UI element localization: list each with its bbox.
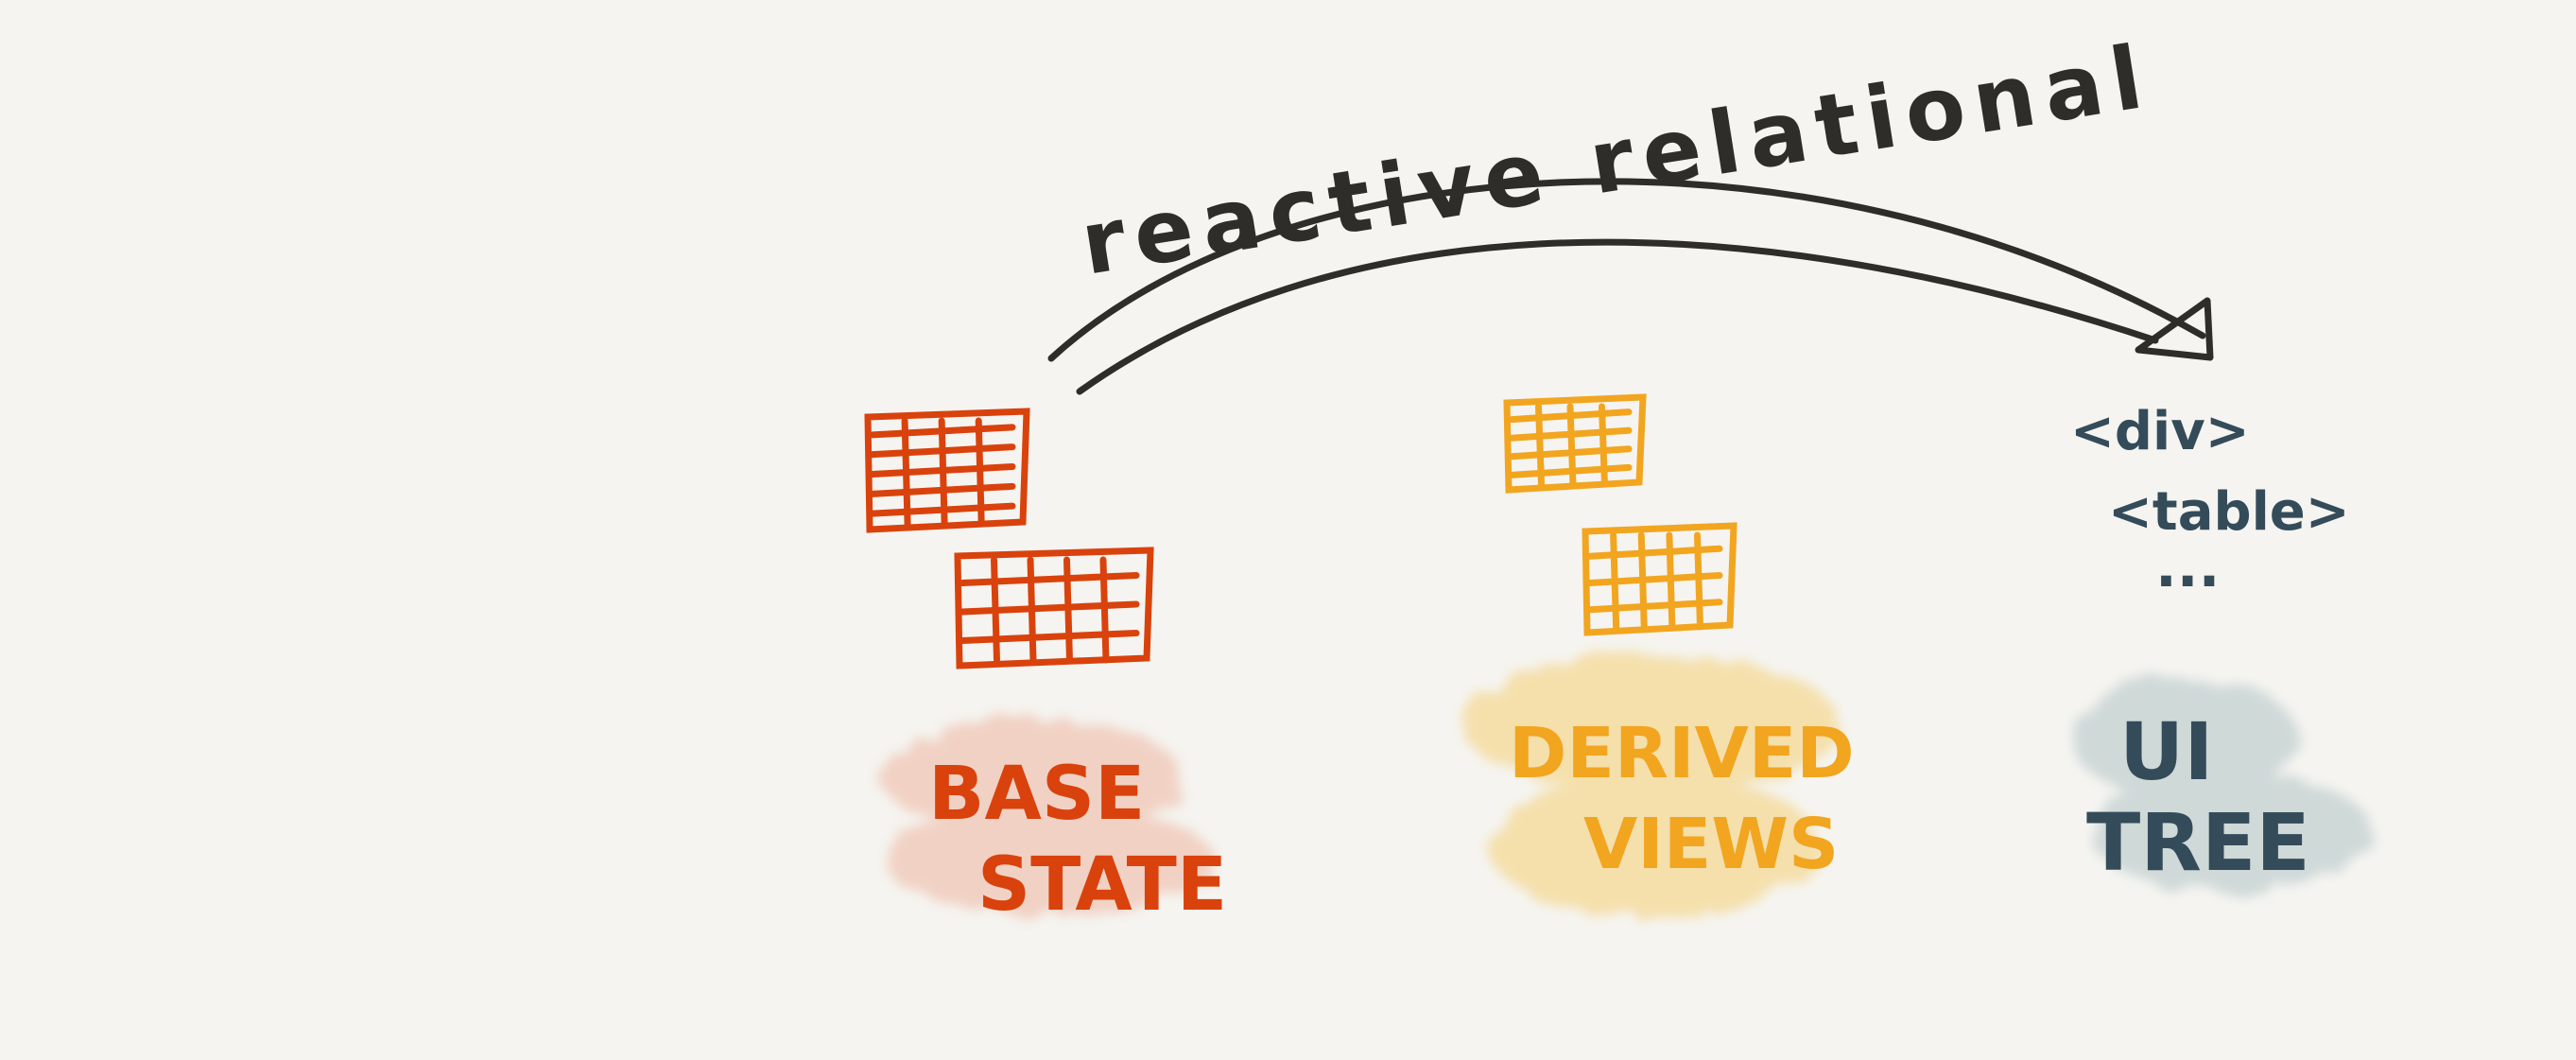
base-state-wash	[879, 719, 1215, 915]
arrow-label: reactive relational	[1075, 26, 2158, 295]
base-table-2	[954, 547, 1154, 669]
derived-views-label-line2: VIEWS	[1583, 804, 1839, 885]
derived-table-1	[1503, 393, 1647, 494]
base-state-label-line1: BASE	[928, 752, 1145, 837]
base-state-label-line2: STATE	[977, 843, 1227, 928]
derived-table-2	[1582, 522, 1738, 636]
code-line-div: <div>	[2070, 401, 2250, 462]
derived-views-wash	[1461, 655, 1839, 917]
ui-tree-label-line1: UI	[2119, 705, 2213, 798]
reactive-relational-arrow	[1047, 178, 2214, 395]
ui-tree-label-line2: TREE	[2086, 796, 2310, 889]
ui-tree-wash	[2070, 676, 2373, 891]
code-line-table: <table>	[2108, 481, 2350, 543]
code-line-ellipsis: ...	[2155, 534, 2220, 600]
base-table-1	[864, 408, 1030, 533]
derived-views-label-line1: DERIVED	[1509, 713, 1855, 794]
arrowhead-icon	[2135, 297, 2214, 361]
